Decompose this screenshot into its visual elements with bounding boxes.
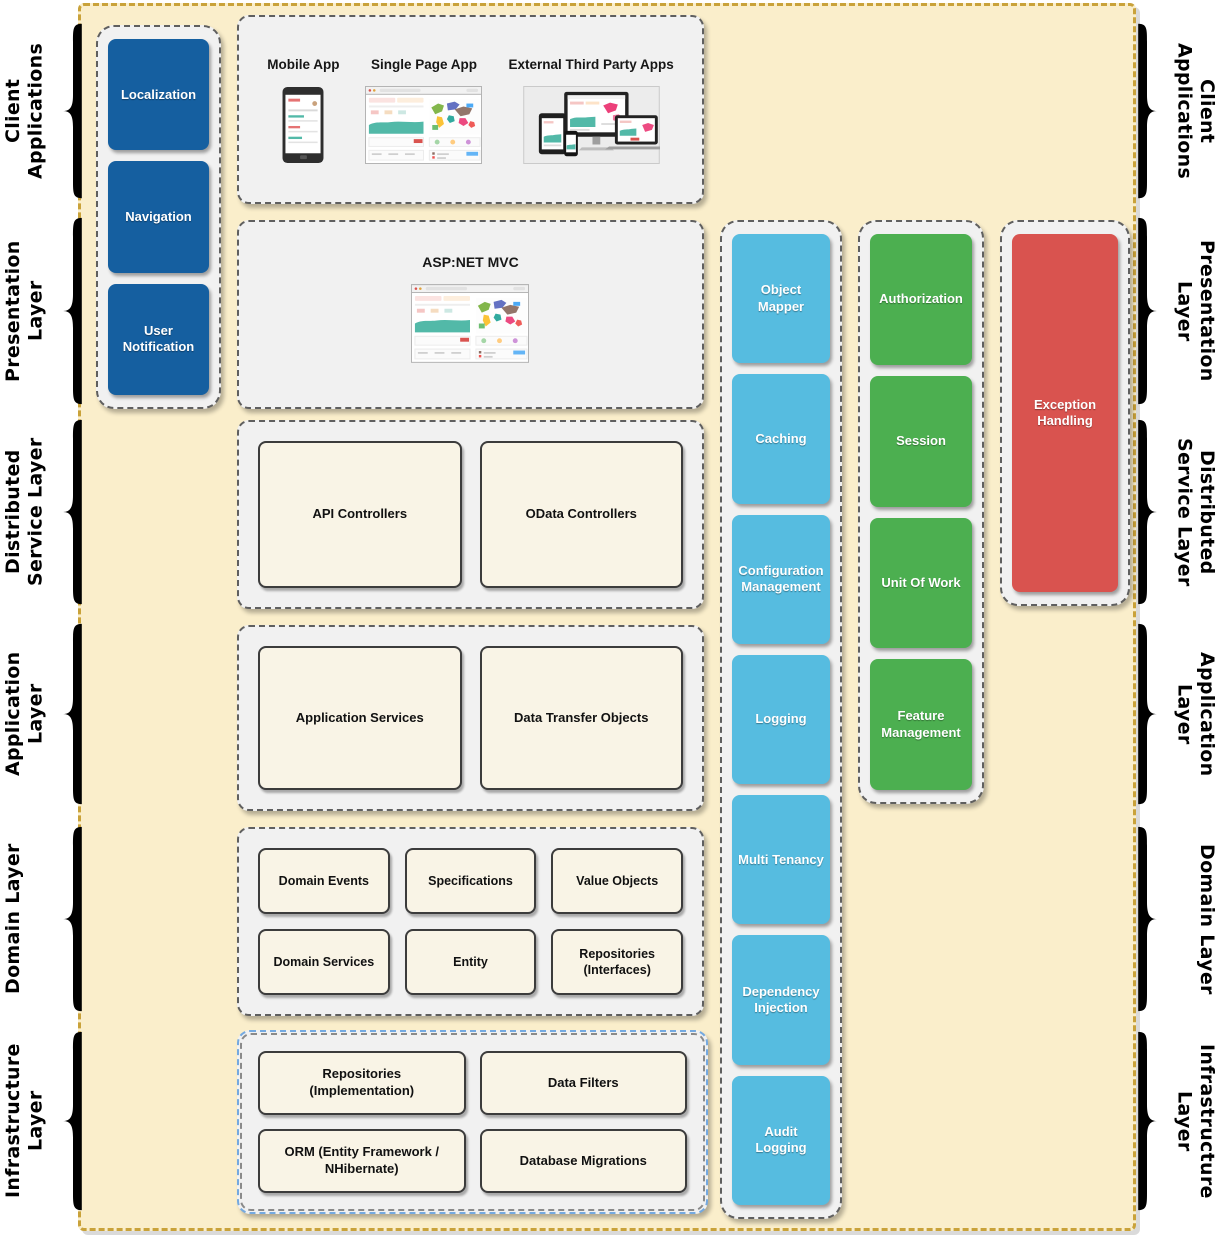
layer-label-right-distributed-service-layer: Distributed Service Layer <box>1173 437 1218 587</box>
layer-label-right-presentation-layer: Presentation Layer <box>1173 240 1218 382</box>
node-domain-services: Domain Services <box>258 929 390 995</box>
domain-layer-panel: Domain Events Specifications Value Objec… <box>237 827 704 1016</box>
node-dependency-injection: Dependency Injection <box>732 935 830 1065</box>
infrastructure-layer-panel: Repositories (Implementation) Data Filte… <box>237 1030 708 1214</box>
cross-cutting-red-panel: Exception Handling <box>1000 220 1130 606</box>
mobile-app-image <box>282 86 324 164</box>
node-api-controllers: API Controllers <box>258 441 462 588</box>
node-application-services: Application Services <box>258 646 462 790</box>
brace-right-infrastructure-layer <box>1138 1031 1157 1211</box>
node-domain-events: Domain Events <box>258 848 390 914</box>
node-navigation: Navigation <box>108 161 209 273</box>
single-page-app-label: Single Page App <box>370 57 477 72</box>
layer-label-left-application-layer: Application Layer <box>2 651 47 777</box>
cross-cutting-cyan-panel: Object Mapper Caching Configuration Mana… <box>720 220 842 1219</box>
client-applications-panel: Mobile App Single Page App External Thir… <box>237 15 704 204</box>
external-third-party-apps-label: External Third Party Apps <box>508 57 674 72</box>
layer-label-left-infrastructure-layer: Infrastructure Layer <box>2 1043 47 1199</box>
brace-right-application-layer <box>1138 623 1157 805</box>
figure-mobile-app: Mobile App <box>267 57 339 164</box>
layer-label-right-application-layer: Application Layer <box>1173 651 1218 777</box>
brace-left-presentation-layer <box>63 217 82 405</box>
node-session: Session <box>870 375 972 507</box>
brace-left-domain-layer <box>63 826 82 1012</box>
node-specifications: Specifications <box>404 848 537 914</box>
layer-label-left-domain-layer: Domain Layer <box>2 843 24 995</box>
aspnet-mvc-image <box>411 284 529 363</box>
layer-label-right-client-applications: Client Applications <box>1173 42 1218 180</box>
node-repositories-interfaces: Repositories (Interfaces) <box>551 929 683 995</box>
layer-label-right-domain-layer: Domain Layer <box>1196 843 1218 995</box>
layer-label-left-client-applications: Client Applications <box>2 42 47 180</box>
single-page-app-image <box>365 86 483 164</box>
node-logging: Logging <box>732 654 830 785</box>
application-layer-panel: Application Services Data Transfer Objec… <box>237 625 704 811</box>
node-exception-handling: Exception Handling <box>1012 234 1118 592</box>
node-odata-controllers: OData Controllers <box>479 441 683 588</box>
node-user-notification: User Notification <box>108 283 209 395</box>
node-authorization: Authorization <box>870 234 972 365</box>
brace-right-distributed-service-layer <box>1138 419 1157 605</box>
cross-cutting-green-panel: Authorization Session Unit Of Work Featu… <box>858 220 984 804</box>
node-unit-of-work: Unit Of Work <box>870 517 972 649</box>
node-multi-tenancy: Multi Tenancy <box>732 795 830 925</box>
node-data-filters: Data Filters <box>479 1051 687 1115</box>
brace-left-infrastructure-layer <box>63 1031 82 1211</box>
brace-right-domain-layer <box>1138 826 1157 1012</box>
node-repositories-implementation: Repositories (Implementation) <box>258 1051 466 1115</box>
brace-right-client-applications <box>1138 23 1157 199</box>
layer-label-left-distributed-service-layer: Distributed Service Layer <box>2 437 47 587</box>
node-entity: Entity <box>404 929 537 995</box>
external-third-party-apps-image <box>522 86 660 164</box>
presentation-layer-panel: ASP:NET MVC <box>237 220 704 409</box>
brace-left-distributed-service-layer <box>63 419 82 605</box>
brace-right-presentation-layer <box>1138 217 1157 405</box>
presentation-shared-panel: Localization Navigation User Notificatio… <box>96 25 221 409</box>
node-orm: ORM (Entity Framework / NHibernate) <box>258 1129 466 1193</box>
brace-left-application-layer <box>63 623 82 805</box>
mobile-app-label: Mobile App <box>267 57 340 72</box>
node-caching: Caching <box>732 374 830 504</box>
figure-external-third-party-apps: External Third Party Apps <box>508 57 674 164</box>
node-audit-logging: Audit Logging <box>732 1075 830 1205</box>
node-configuration-management: Configuration Management <box>732 514 830 644</box>
node-value-objects: Value Objects <box>551 848 683 914</box>
layer-label-left-presentation-layer: Presentation Layer <box>2 240 47 382</box>
distributed-service-layer-panel: API Controllers OData Controllers <box>237 420 704 609</box>
aspnet-mvc-label: ASP:NET MVC <box>422 254 519 270</box>
brace-left-client-applications <box>63 23 82 199</box>
figure-single-page-app: Single Page App <box>365 57 483 164</box>
node-object-mapper: Object Mapper <box>732 234 830 364</box>
layer-label-right-infrastructure-layer: Infrastructure Layer <box>1173 1043 1218 1199</box>
node-database-migrations: Database Migrations <box>479 1129 687 1193</box>
node-feature-management: Feature Management <box>870 659 972 790</box>
node-data-transfer-objects: Data Transfer Objects <box>479 646 683 790</box>
node-localization: Localization <box>108 39 209 151</box>
